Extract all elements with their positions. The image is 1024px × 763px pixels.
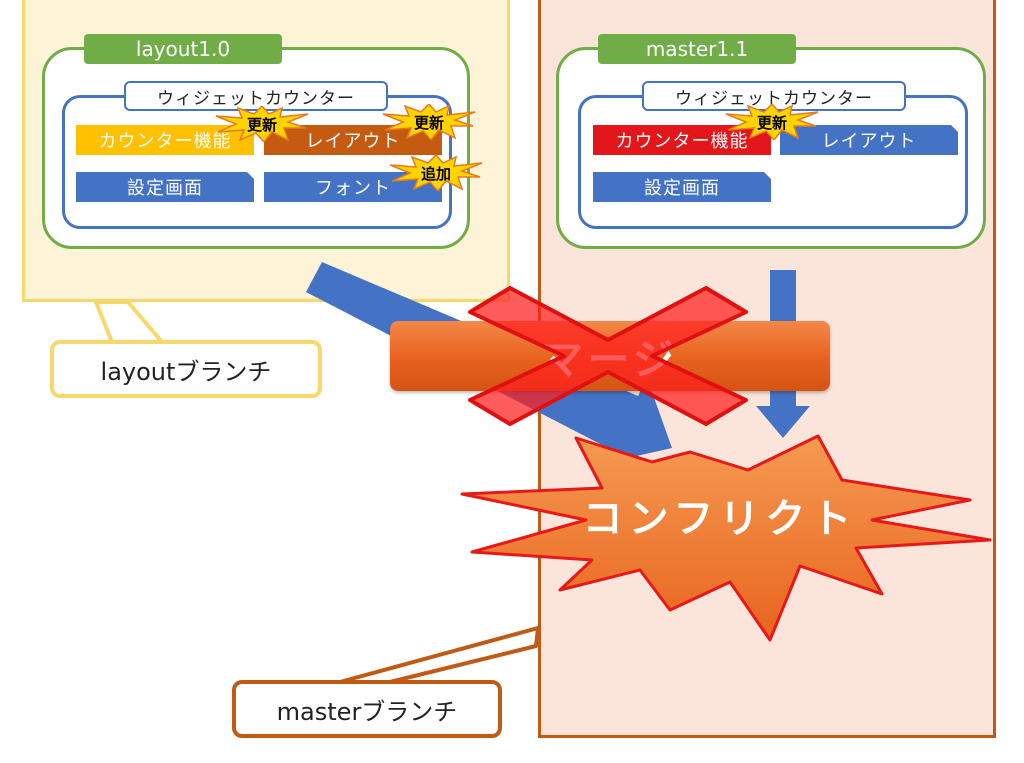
layout-widget-title: ウィジェットカウンター [124,81,388,111]
layout-version-tag: layout1.0 [84,34,282,64]
master-item-layout: レイアウト [780,125,958,155]
master-counter-update-badge: 更新 [724,102,820,142]
conflict-label: コンフリクト [582,496,858,542]
layout-counter-update-badge: 更新 [214,104,310,144]
master-item-settings: 設定画面 [593,172,771,202]
badge-label: 更新 [413,113,444,132]
badge-label: 更新 [246,115,277,134]
master-branch-callout: masterブランチ [232,680,502,738]
badge-label: 更新 [756,113,787,132]
badge-label: 追加 [420,164,451,183]
layout-layout-update-badge: 更新 [381,102,477,142]
layout-font-add-badge: 追加 [388,153,484,193]
layout-item-settings: 設定画面 [76,172,254,202]
master-item-counter: カウンター機能 [593,125,771,155]
master-version-tag: master1.1 [598,34,796,64]
layout-branch-callout: layoutブランチ [50,340,322,398]
